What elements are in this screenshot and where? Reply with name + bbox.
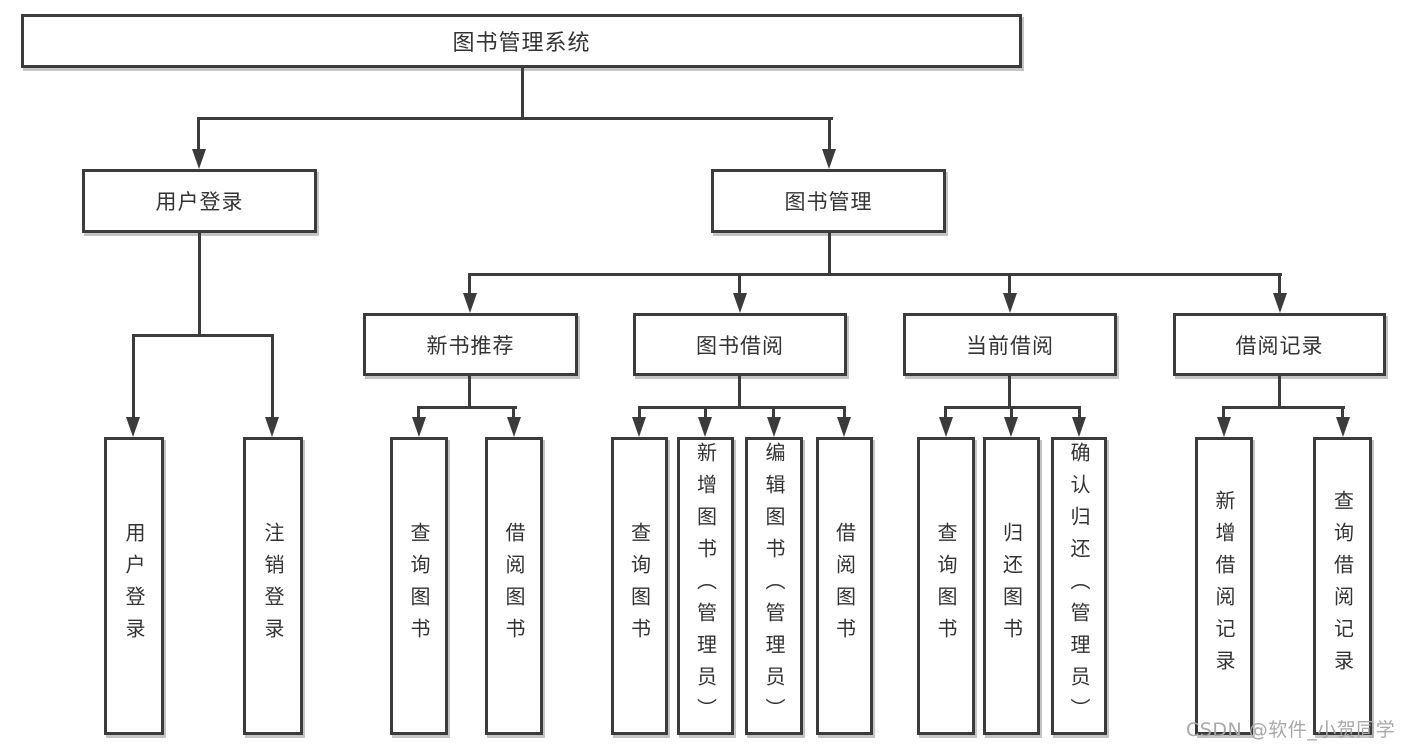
edge-riser (468, 376, 471, 409)
node-library-system: 图书管理系统 (21, 14, 1022, 68)
edge-stub (1010, 406, 1013, 418)
arrowhead-icon (1217, 417, 1231, 437)
edge-riser (738, 376, 741, 409)
edge-branch (638, 406, 846, 409)
edge-stub (772, 406, 775, 418)
leaf-borrow-books-recommend: 借阅图书 (485, 437, 543, 735)
node-new-book-recommend: 新书推荐 (363, 313, 578, 376)
arrowhead-icon (822, 149, 836, 169)
arrowhead-icon (412, 417, 426, 437)
edge-login-stub (132, 334, 135, 418)
leaf-query-borrow-record-label: 查询借阅记录 (1330, 490, 1355, 682)
leaf-return-books-label: 归还图书 (999, 522, 1024, 650)
node-current-borrowing-label: 当前借阅 (966, 333, 1054, 358)
leaf-confirm-return-admin: 确认归还（管理员） (1051, 437, 1107, 735)
leaf-query-books-current-label: 查询图书 (934, 522, 958, 650)
edge-records-stub (1278, 273, 1281, 294)
arrowhead-icon (265, 417, 279, 437)
arrowhead-icon (632, 417, 646, 437)
node-current-borrowing: 当前借阅 (903, 313, 1117, 376)
leaf-edit-books-admin: 编辑图书（管理员） (745, 437, 803, 735)
leaf-borrow-books-recommend-label: 借阅图书 (502, 522, 526, 650)
arrowhead-icon (1003, 293, 1017, 313)
edge-riser (1008, 376, 1011, 409)
edge-stub (512, 406, 515, 418)
node-borrowing-records: 借阅记录 (1173, 313, 1386, 376)
edge-newbook-stub (468, 273, 471, 294)
edge-stub (843, 406, 846, 418)
edge-logout-stub (271, 334, 274, 418)
edge-level2-branch (197, 117, 833, 120)
edge-branch (417, 406, 517, 409)
edge-stub (638, 406, 641, 418)
leaf-borrow-books-label: 借阅图书 (832, 522, 857, 650)
leaf-add-borrow-record-label: 新增借阅记录 (1212, 490, 1236, 682)
node-book-borrowing-label: 图书借阅 (696, 333, 784, 358)
arrowhead-icon (733, 293, 747, 313)
edge-riser (1278, 376, 1281, 409)
leaf-query-borrow-record: 查询借阅记录 (1313, 437, 1372, 735)
node-new-book-recommend-label: 新书推荐 (426, 333, 515, 358)
arrowhead-icon (837, 417, 851, 437)
leaf-query-books-borrow: 查询图书 (611, 437, 668, 735)
csdn-watermark: CSDN @软件_小贺同学 (1186, 719, 1396, 741)
leaf-query-books-borrow-label: 查询图书 (627, 522, 652, 650)
edge-stub (417, 406, 420, 418)
leaf-borrow-books: 借阅图书 (816, 437, 873, 735)
edge-root-riser (521, 68, 524, 120)
edge-branch (1222, 406, 1345, 409)
arrowhead-icon (1273, 293, 1287, 313)
node-borrowing-records-label: 借阅记录 (1235, 333, 1324, 358)
edge-stub (1078, 406, 1081, 418)
leaf-user-login: 用户登录 (104, 437, 164, 735)
leaf-user-login-label: 用户登录 (122, 522, 146, 650)
node-user-login: 用户登录 (82, 169, 317, 233)
edge-level3-branch (468, 273, 1282, 276)
leaf-add-books-admin: 新增图书（管理员） (677, 437, 734, 735)
arrowhead-icon (698, 417, 712, 437)
arrowhead-icon (463, 293, 477, 313)
arrowhead-icon (1336, 417, 1350, 437)
edge-stub (1222, 406, 1225, 418)
edge-user-login-stub (197, 117, 200, 150)
edge-stub (704, 406, 707, 418)
arrowhead-icon (126, 417, 140, 437)
leaf-logout-label: 注销登录 (261, 522, 285, 650)
node-book-borrowing: 图书借阅 (633, 313, 847, 376)
leaf-return-books: 归还图书 (983, 437, 1040, 735)
leaf-confirm-return-admin-label: 确认归还（管理员） (1067, 442, 1091, 730)
leaf-add-books-admin-label: 新增图书（管理员） (693, 442, 718, 730)
leaf-query-books-recommend-label: 查询图书 (407, 522, 431, 650)
leaf-query-books-recommend: 查询图书 (390, 437, 448, 735)
node-book-management-label: 图书管理 (784, 190, 873, 214)
node-library-system-label: 图书管理系统 (452, 31, 591, 56)
edge-stub (944, 406, 947, 418)
leaf-add-borrow-record: 新增借阅记录 (1195, 437, 1253, 735)
edge-mgmt-riser (828, 233, 831, 276)
leaf-edit-books-admin-label: 编辑图书（管理员） (762, 442, 786, 730)
arrowhead-icon (767, 417, 781, 437)
arrowhead-icon (507, 417, 521, 437)
leaf-query-books-current: 查询图书 (917, 437, 975, 735)
edge-login-branch (132, 334, 274, 337)
arrowhead-icon (939, 417, 953, 437)
edge-book-mgmt-stub (828, 117, 831, 150)
node-user-login-label: 用户登录 (155, 190, 244, 214)
leaf-logout: 注销登录 (243, 437, 303, 735)
edge-stub (1341, 406, 1344, 418)
edge-current-stub (1008, 273, 1011, 294)
arrowhead-icon (1004, 417, 1018, 437)
arrowhead-icon (192, 149, 206, 169)
node-book-management: 图书管理 (711, 169, 946, 233)
arrowhead-icon (1072, 417, 1086, 437)
edge-login-riser (198, 233, 201, 337)
edge-borrow-stub (738, 273, 741, 294)
